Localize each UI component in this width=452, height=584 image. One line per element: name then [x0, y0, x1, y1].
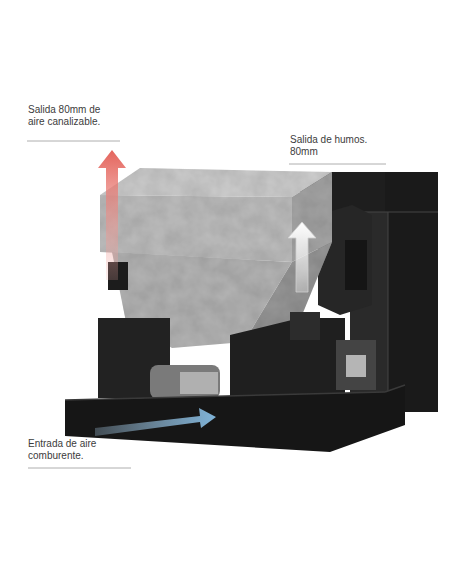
label-underline: [289, 164, 386, 165]
warm-air-arrow: [98, 150, 126, 280]
label-underline: [27, 141, 120, 142]
callout-label: Entrada de aire comburente.: [28, 438, 128, 462]
exhaust-motor: [345, 240, 367, 290]
callout-label: Salida 80mm de aire canalizable.: [28, 104, 118, 128]
smoke-arrow: [288, 222, 316, 292]
flow-arrows: [95, 150, 316, 436]
exhaust-collar: [290, 312, 320, 340]
hopper-top: [100, 168, 332, 197]
frame-edge: [388, 212, 389, 408]
callout-label: Salida de humos. 80mm: [290, 134, 385, 158]
feed-gear: [180, 372, 218, 394]
feed-motor: [150, 365, 220, 399]
underlines: [27, 141, 386, 468]
fan-gear: [346, 355, 366, 377]
tray-edge: [65, 392, 385, 400]
base: [65, 312, 405, 452]
base-tray: [65, 385, 405, 452]
fan-motor: [336, 340, 376, 390]
label-underline: [28, 468, 131, 469]
frame-side: [385, 172, 438, 412]
hopper-front: [100, 195, 292, 262]
burner-housing: [230, 318, 345, 402]
combustion-air-arrow: [95, 408, 216, 436]
tray-edge: [385, 385, 405, 392]
